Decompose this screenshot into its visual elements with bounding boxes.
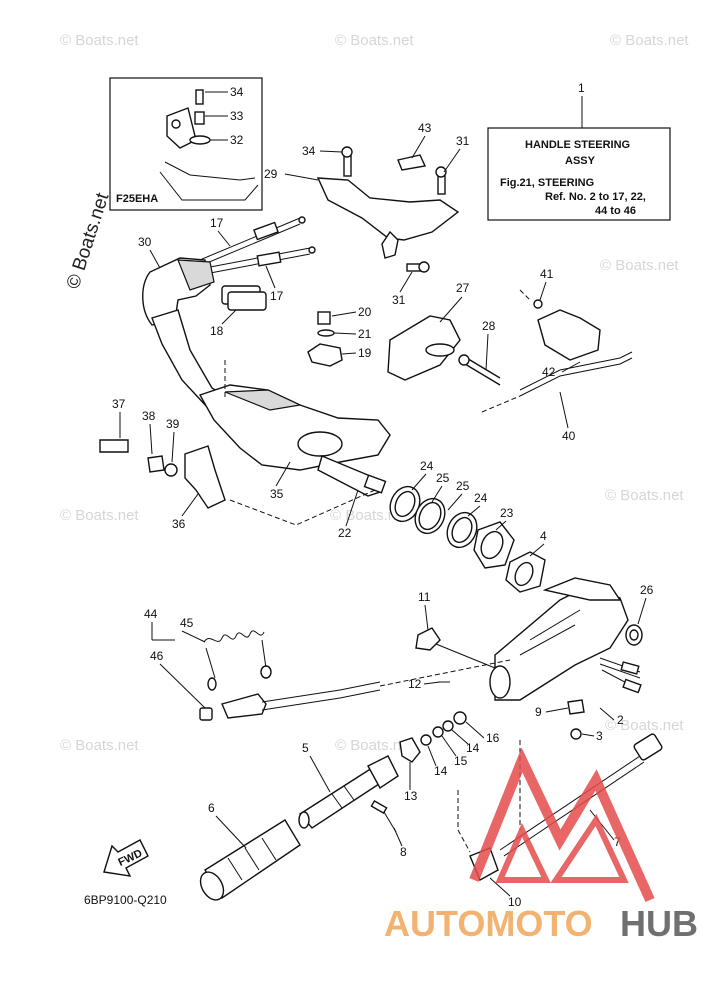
callout-label: 35 [270, 487, 284, 501]
callout-label: 39 [166, 417, 180, 431]
callout-label: 16 [486, 731, 500, 745]
watermark: © Boats.net [605, 487, 684, 504]
callout-label: 32 [230, 133, 244, 147]
callout-label: 20 [358, 305, 372, 319]
watermark: © Boats.net [60, 737, 139, 754]
ref-box-line: Fig.21, STEERING [500, 177, 594, 189]
callout-label: 18 [210, 324, 224, 338]
callout-label: 25 [456, 479, 470, 493]
callout-label: 30 [138, 235, 152, 249]
logo-text-primary: AUTOMOTO [384, 903, 593, 944]
watermark: © Boats.net [605, 717, 684, 734]
callout-label: 36 [172, 517, 186, 531]
callout-label: 44 [144, 607, 158, 621]
callout-label: 28 [482, 319, 496, 333]
watermarks: © Boats.net © Boats.net © Boats.net © Bo… [60, 32, 689, 754]
callout-label: 13 [404, 789, 418, 803]
callout-label: 41 [540, 267, 554, 281]
callout-label: 42 [542, 365, 556, 379]
callout-label: 43 [418, 121, 432, 135]
callout-label: 17 [270, 289, 284, 303]
watermark: © Boats.net [610, 32, 689, 49]
callout-label: 15 [454, 754, 468, 768]
callout-label: 31 [392, 293, 406, 307]
throttle-link-assembly: 41 42 40 [481, 267, 633, 443]
ref-box-line: 44 to 46 [595, 205, 636, 217]
callout-label: 17 [210, 216, 224, 230]
ref-box-line: Ref. No. 2 to 17, 22, [545, 191, 646, 203]
callout-label: 6 [208, 801, 215, 815]
watermark: © Boats.net [600, 257, 679, 274]
stop-switch-assembly: 11 44 45 46 12 [144, 590, 511, 721]
callout-label: 45 [180, 616, 194, 630]
callout-label: 12 [408, 677, 422, 691]
callout-label: 9 [535, 705, 542, 719]
callout-label: 29 [264, 167, 278, 181]
side-cover-assembly: 27 28 [387, 281, 501, 386]
callout-label: 23 [500, 506, 514, 520]
drawing-code: 6BP9100-Q210 [84, 893, 167, 907]
callout-label: 27 [456, 281, 470, 295]
ref-box-line: ASSY [565, 155, 596, 167]
callout-label: 19 [358, 346, 372, 360]
watermark: © Boats.net [60, 507, 139, 524]
callout-label: 4 [540, 529, 547, 543]
fwd-arrow: FWD [103, 839, 149, 877]
callout-label: 25 [436, 471, 450, 485]
watermark: © Boats.net [335, 32, 414, 49]
bushing-ring-set: 24 25 25 24 23 4 [389, 459, 547, 593]
callout-label: 37 [112, 397, 126, 411]
callout-label: 31 [456, 134, 470, 148]
callout-label: 11 [418, 590, 431, 604]
callout-label: 7 [614, 835, 621, 849]
steering-arm: 26 9 2 3 [489, 577, 654, 743]
callout-label: 46 [150, 649, 164, 663]
throttle-grip-assembly: 5 6 8 [199, 741, 407, 901]
callout-label: 3 [596, 729, 603, 743]
ref-box-line: HANDLE STEERING [525, 139, 630, 151]
watermark: © Boats.net [335, 737, 414, 754]
callout-label: 33 [230, 109, 244, 123]
callout-label: 34 [230, 85, 244, 99]
callout-label: 14 [434, 764, 448, 778]
callout-label: 1 [578, 81, 585, 95]
callout-label: 38 [142, 409, 156, 423]
callout-label: 21 [358, 327, 372, 341]
callout-label: 40 [562, 429, 576, 443]
upper-cover-assembly: 43 31 29 34 31 [264, 121, 470, 307]
callout-label: 24 [474, 491, 488, 505]
cable-grommet-assembly: 17 30 17 18 [138, 216, 316, 338]
reference-box: 1 HANDLE STEERING ASSY Fig.21, STEERING … [487, 81, 671, 221]
callout-label: 24 [420, 459, 434, 473]
callout-label: 26 [640, 583, 654, 597]
callout-label: 5 [302, 741, 309, 755]
bracket-assembly: 20 21 19 [307, 305, 372, 367]
callout-label: 22 [338, 526, 352, 540]
logo-text-secondary: HUB [620, 903, 698, 944]
inset-box: 34 33 32 F25EHA [109, 77, 263, 211]
main-bracket-assembly: 37 38 39 36 35 22 [99, 309, 391, 540]
callout-label: 8 [400, 845, 407, 859]
callout-label: 14 [466, 741, 480, 755]
callout-label: 34 [302, 144, 316, 158]
watermark-large: © Boats.net [63, 190, 114, 292]
inset-title: F25EHA [116, 193, 158, 205]
washer-set: 16 14 15 14 13 [399, 711, 500, 803]
callout-label: 10 [508, 895, 522, 909]
watermark: © Boats.net [330, 507, 409, 524]
callout-label: 2 [617, 713, 624, 727]
watermark: © Boats.net [60, 32, 139, 49]
automotohub-logo: AUTOMOTO HUB [384, 747, 698, 944]
